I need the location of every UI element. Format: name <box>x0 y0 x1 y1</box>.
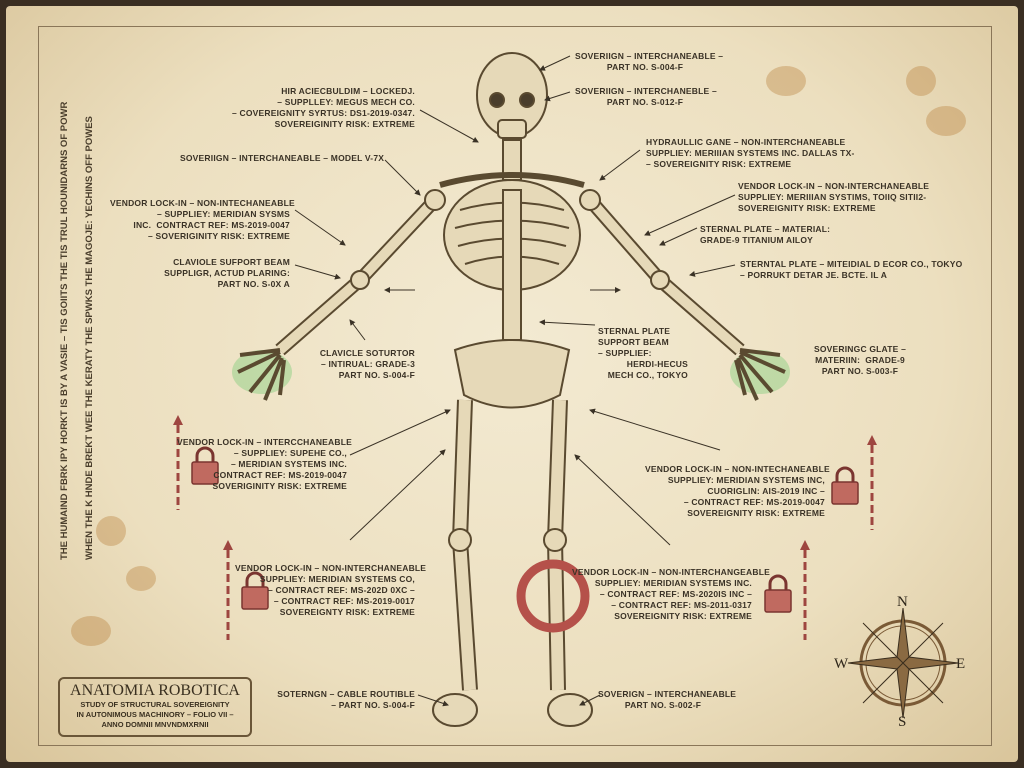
fleur-de-lis-icon <box>173 415 877 550</box>
label-head-jaw: SOVERIIGN – INTERCHANEBLE –PART NO. S-01… <box>575 86 717 107</box>
compass-south: S <box>898 714 907 730</box>
subtitle-line-3: ANNO DOMNII MNVNDMXRNII <box>101 720 209 729</box>
skeleton <box>275 52 745 727</box>
label-shoulder-left: SOVERIIGN – INTERCHANEABLE – MODEL V-7X <box>180 153 385 163</box>
compass-west: W <box>834 656 849 672</box>
callout-arrows <box>294 55 736 707</box>
knee-chain-ring <box>516 559 590 633</box>
label-sternal-material: STERNAL PLATE – MATERIAL:GRADE-9 TITANIU… <box>700 224 831 245</box>
label-skull: HIR ACIECBULDIM – LOCKEDJ.– SUPPLLEY: ME… <box>232 86 415 129</box>
subtitle-line-2: IN AUTONIMOUS MACHINORY – FOLIO VII – <box>76 710 234 719</box>
subtitle-line-1: STUDY OF STRUCTURAL SOVEREIGNITY <box>80 700 230 709</box>
chain-icon <box>176 425 874 640</box>
padlock-icon <box>191 446 859 613</box>
label-head-top: SOVERIIGN – INTERCHANEABLE –PART NO. S-0… <box>575 51 724 72</box>
compass-east: E <box>956 656 966 672</box>
compass-rose-icon <box>847 607 959 719</box>
compass-north: N <box>897 594 908 610</box>
label-upper-arm-left: VENDOR LOCK-IN – NON-INTECHANEABLE– SUPP… <box>110 198 295 241</box>
lock-and-chain-icons <box>173 415 877 640</box>
glowing-hands <box>232 348 790 401</box>
label-lock-left-mid: VENDOR LOCK-IN – INTERCCHANEABLE– SUPPLI… <box>177 437 352 491</box>
outer-frame <box>38 26 992 746</box>
title: ANATOMIA ROBOTICA <box>70 682 240 699</box>
label-foot-left: SOTERNGN – CABLE ROUTIBLE– PART NO. S-00… <box>277 689 415 710</box>
label-sternal-elbow: STERNTAL PLATE – MITEIDIAL D ECOR CO., T… <box>740 259 963 280</box>
title-cartouche: ANATOMIA ROBOTICA STUDY OF STRUCTURAL SO… <box>58 677 252 737</box>
